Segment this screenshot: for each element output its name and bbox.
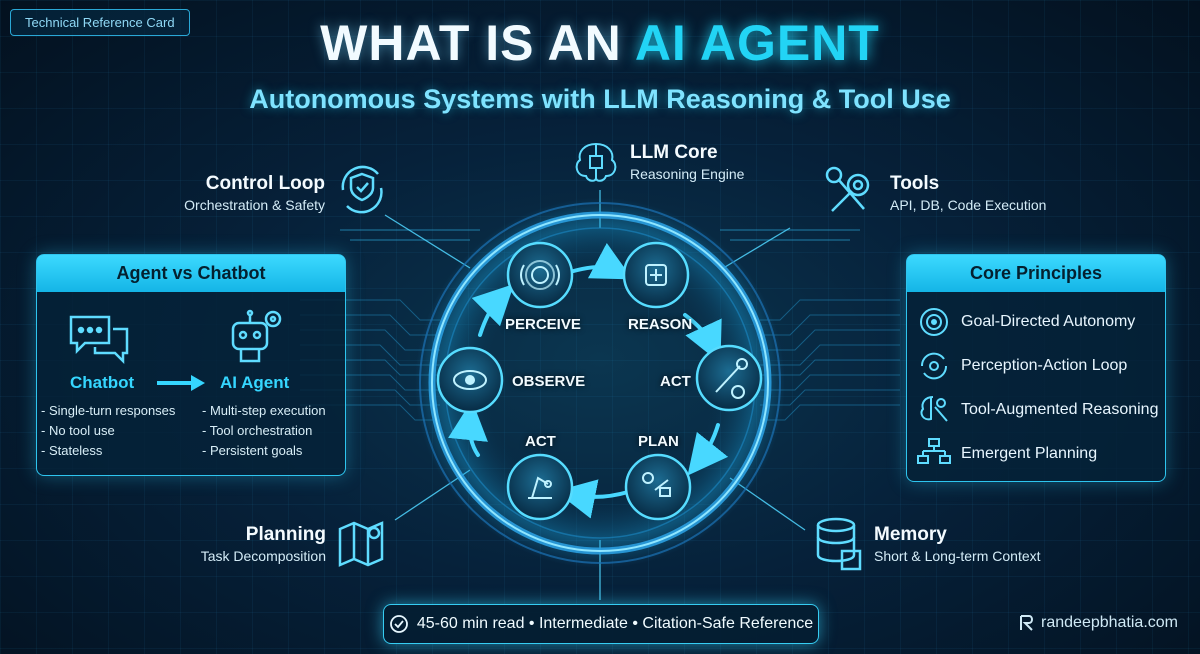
list-item: - Tool orchestration — [202, 423, 313, 438]
callout-memory: Memory Short & Long-term Context — [874, 524, 1041, 564]
callout-control-loop: Control Loop Orchestration & Safety — [150, 173, 325, 213]
callout-tools: Tools API, DB, Code Execution — [890, 173, 1046, 213]
brand-text: randeepbhatia.com — [1041, 614, 1178, 631]
principle-label: Perception-Action Loop — [961, 357, 1128, 374]
list-item: - Single-turn responses — [41, 403, 176, 418]
chatbot-points: - Single-turn responses - No tool use - … — [41, 401, 175, 461]
node-label-reason: REASON — [628, 316, 693, 333]
clock-check-icon — [389, 615, 408, 633]
control-loop-title: Control Loop — [205, 173, 325, 194]
control-loop-sub: Orchestration & Safety — [184, 197, 325, 213]
shield-cycle-icon — [341, 165, 383, 214]
list-item: - Stateless — [41, 443, 103, 458]
tools-sub: API, DB, Code Execution — [890, 197, 1047, 213]
principle-label: Goal-Directed Autonomy — [961, 313, 1136, 330]
flowchart-icon — [917, 438, 951, 464]
llm-core-title: LLM Core — [630, 142, 718, 163]
callout-llm-core: LLM Core Reasoning Engine — [570, 138, 744, 186]
map-pin-icon — [338, 521, 384, 567]
chatbot-label: Chatbot — [70, 373, 135, 392]
planning-sub: Task Decomposition — [200, 548, 326, 564]
memory-title: Memory — [874, 524, 947, 545]
tools-title: Tools — [890, 173, 940, 194]
principle-item: Emergent Planning — [907, 432, 1165, 476]
wrench-gear-icon — [825, 166, 870, 212]
agent-vs-chatbot-panel: Agent vs Chatbot Chatbot AI Agent - Sing… — [36, 254, 346, 476]
target-icon — [920, 308, 948, 336]
database-chip-icon — [816, 517, 862, 571]
brain-chip-icon — [575, 142, 617, 182]
node-label-act-right: ACT — [660, 373, 691, 390]
list-item: - Persistent goals — [202, 443, 303, 458]
arrow-right-icon — [157, 375, 205, 391]
callout-planning: Planning Task Decomposition — [170, 524, 326, 564]
list-item: - Multi-step execution — [202, 403, 326, 418]
ai-agent-label: AI Agent — [220, 373, 290, 392]
brain-tool-icon — [920, 396, 948, 422]
principle-label: Tool-Augmented Reasoning — [961, 401, 1159, 418]
agent-vs-chatbot-header: Agent vs Chatbot — [37, 255, 345, 292]
page-subtitle: Autonomous Systems with LLM Reasoning & … — [249, 84, 951, 114]
node-label-perceive: PERCEIVE — [505, 316, 581, 333]
planning-title: Planning — [245, 524, 326, 545]
agent-points: - Multi-step execution - Tool orchestrat… — [202, 401, 326, 461]
reading-info-text: 45-60 min read • Intermediate • Citation… — [416, 615, 814, 632]
llm-core-sub: Reasoning Engine — [630, 166, 745, 182]
loop-icon — [920, 352, 948, 380]
node-label-act-bottom: ACT — [525, 433, 556, 450]
memory-sub: Short & Long-term Context — [874, 548, 1041, 564]
node-label-observe: OBSERVE — [512, 373, 586, 390]
principle-item: Tool-Augmented Reasoning — [907, 388, 1165, 432]
principle-item: Goal-Directed Autonomy — [907, 300, 1165, 344]
chat-bubbles-icon — [69, 315, 129, 365]
robot-gear-icon — [231, 309, 282, 363]
principle-label: Emergent Planning — [961, 445, 1098, 462]
node-label-plan: PLAN — [638, 433, 679, 450]
core-principles-header: Core Principles — [907, 255, 1165, 292]
title-part: WHAT IS AN — [320, 15, 635, 71]
title-highlight: AI AGENT — [634, 15, 880, 71]
list-item: - No tool use — [41, 423, 115, 438]
brand-logo-icon — [1020, 615, 1034, 631]
brand-footer: randeepbhatia.com — [1018, 614, 1178, 632]
core-principles-panel: Core Principles Goal-Directed Autonomy P… — [906, 254, 1166, 482]
reading-info-badge: 45-60 min read • Intermediate • Citation… — [383, 604, 819, 644]
page-title: WHAT IS AN AI AGENT — [0, 14, 1200, 72]
principle-item: Perception-Action Loop — [907, 344, 1165, 388]
reference-card-tag: Technical Reference Card — [10, 9, 190, 36]
